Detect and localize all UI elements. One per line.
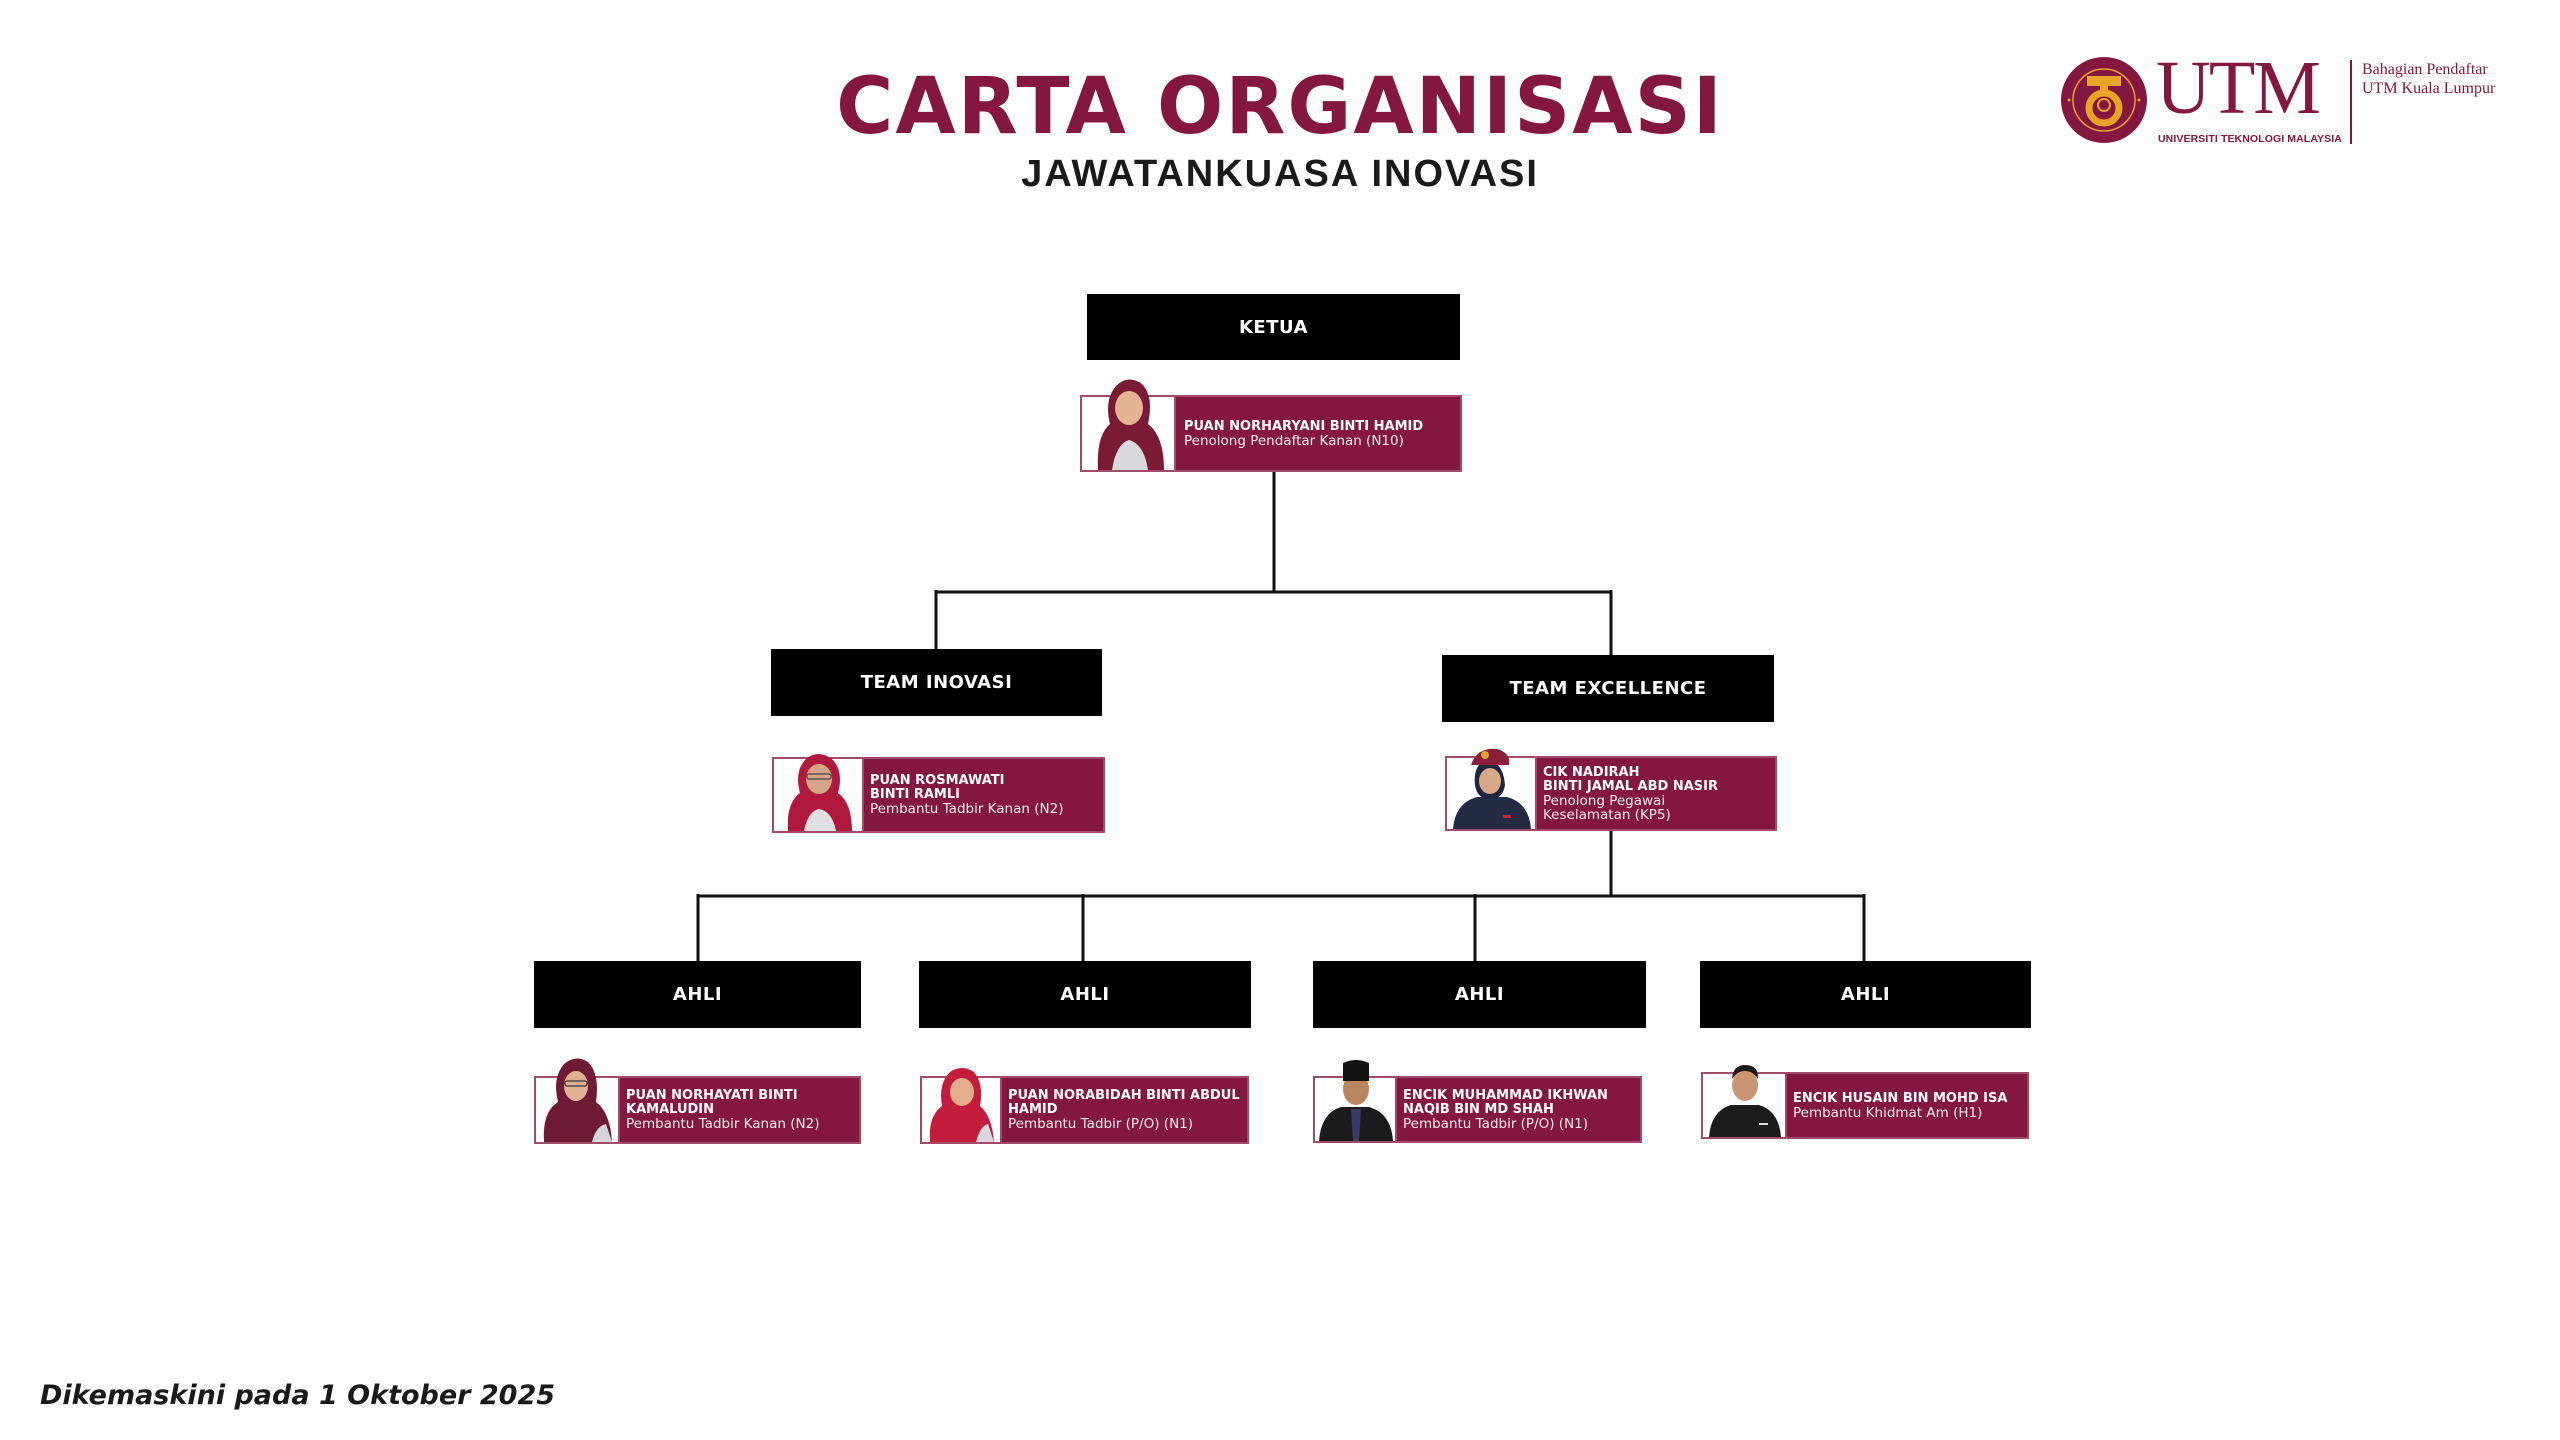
department-line-2: UTM Kuala Lumpur	[2362, 80, 2496, 97]
portrait-man-suit-icon	[1709, 1065, 1781, 1137]
role-header-ahli-2: AHLI	[919, 961, 1251, 1028]
role-header-team-excellence: TEAM EXCELLENCE	[1442, 655, 1774, 722]
member-card-team-excellence: CIK NADIRAH BINTI JAMAL ABD NASIR Penolo…	[1445, 748, 1777, 831]
member-photo	[922, 1068, 1002, 1142]
page-title: CARTA ORGANISASI	[836, 62, 1724, 152]
utm-wordmark: UTM	[2156, 52, 2321, 124]
member-position: Pembantu Tadbir (P/O) (N1)	[1403, 1115, 1589, 1132]
member-position: Penolong Pegawai Keselamatan (KP5)	[1543, 792, 1671, 823]
member-card-ahli-4: ENCIK HUSAIN BIN MOHD ISA Pembantu Khidm…	[1701, 1065, 2029, 1139]
portrait-woman-hijab-icon	[1097, 379, 1164, 470]
university-name: UNIVERSITI TEKNOLOGI MALAYSIA	[2158, 133, 2342, 145]
portrait-woman-hijab-icon	[787, 754, 852, 831]
member-photo	[1315, 1060, 1397, 1141]
member-name: PUAN ROSMAWATI BINTI RAMLI	[870, 773, 1005, 802]
member-photo	[1703, 1065, 1787, 1137]
member-card-ketua: PUAN NORHARYANI BINTI HAMID Penolong Pen…	[1080, 379, 1462, 472]
member-position: Pembantu Tadbir Kanan (N2)	[626, 1116, 820, 1132]
member-position: Pembantu Tadbir Kanan (N2)	[870, 801, 1064, 817]
member-photo	[774, 754, 864, 831]
member-card-ahli-2: PUAN NORABIDAH BINTI ABDUL HAMID Pembant…	[920, 1068, 1249, 1144]
role-header-ahli-4: AHLI	[1700, 961, 2031, 1028]
page-subtitle: JAWATANKUASA INOVASI	[1021, 153, 1539, 195]
logo-divider	[2350, 60, 2352, 144]
utm-wordmark-group: UTM UNIVERSITI TEKNOLOGI MALAYSIA	[2156, 52, 2342, 152]
member-photo	[536, 1058, 620, 1142]
portrait-woman-hijab-icon	[543, 1058, 612, 1142]
portrait-woman-uniform-icon	[1453, 748, 1531, 829]
portrait-woman-hijab-icon	[929, 1068, 994, 1142]
utm-seal-icon	[2061, 57, 2147, 143]
member-photo	[1447, 748, 1537, 829]
portrait-man-songkok-icon	[1319, 1060, 1393, 1141]
member-card-team-inovasi: PUAN ROSMAWATI BINTI RAMLI Pembantu Tadb…	[772, 754, 1105, 833]
member-card-ahli-3: ENCIK MUHAMMAD IKHWAN NAQIB BIN MD SHAH …	[1313, 1060, 1642, 1143]
utm-logo: UTM UNIVERSITI TEKNOLOGI MALAYSIA Bahagi…	[2060, 52, 2540, 152]
member-card-ahli-1: PUAN NORHAYATI BINTI KAMALUDIN Pembantu …	[534, 1058, 861, 1144]
member-name: CIK NADIRAH BINTI JAMAL ABD NASIR	[1543, 764, 1718, 794]
role-header-ketua: KETUA	[1087, 294, 1460, 360]
department-line-1: Bahagian Pendaftar	[2362, 61, 2488, 78]
member-name: PUAN NORHAYATI BINTI KAMALUDIN	[626, 1088, 798, 1117]
member-name: ENCIK HUSAIN BIN MOHD ISA	[1793, 1090, 2008, 1106]
member-photo	[1082, 379, 1176, 470]
member-name: ENCIK MUHAMMAD IKHWAN NAQIB BIN MD SHAH	[1403, 1087, 1608, 1117]
member-position: Pembantu Tadbir (P/O) (N1)	[1008, 1116, 1194, 1132]
member-position: Pembantu Khidmat Am (H1)	[1793, 1104, 1983, 1121]
last-updated-note: Dikemaskini pada 1 Oktober 2025	[40, 1380, 556, 1411]
role-header-ahli-3: AHLI	[1313, 961, 1646, 1028]
member-position: Penolong Pendaftar Kanan (N10)	[1184, 432, 1404, 449]
department-name: Bahagian Pendaftar UTM Kuala Lumpur	[2362, 60, 2540, 98]
member-name: PUAN NORHARYANI BINTI HAMID	[1184, 418, 1424, 434]
role-header-team-inovasi: TEAM INOVASI	[771, 649, 1102, 716]
member-name: PUAN NORABIDAH BINTI ABDUL HAMID	[1008, 1088, 1240, 1117]
role-header-ahli-1: AHLI	[534, 961, 861, 1028]
